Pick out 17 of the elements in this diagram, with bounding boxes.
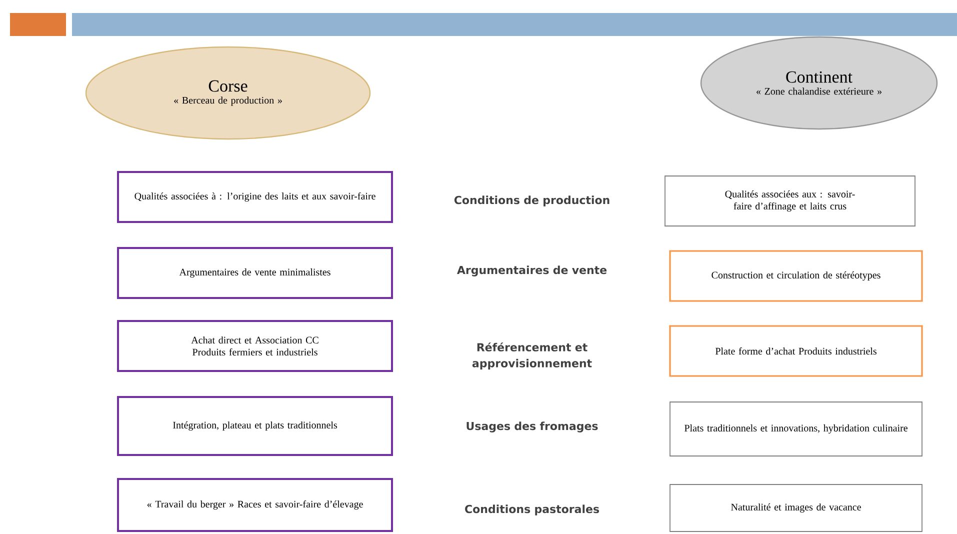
text-box: Plate forme d’achat Produits industriels xyxy=(669,325,923,377)
text-box: Qualités associées à : l’origine des laits et aux savoir-faire xyxy=(117,171,393,223)
text-box: Qualités associées aux : savoir-faire d’affinage et laits crus xyxy=(664,176,916,226)
text-box: Naturalité et images de vacance xyxy=(670,484,922,532)
row-heading: Référencement et approvisionnement xyxy=(472,342,592,370)
text-box: Achat direct et Association CC Produits fermiers et industriels xyxy=(117,320,393,372)
text-box: « Travail du berger » Races et savoir-faire d’élevage xyxy=(117,478,393,532)
oval-badge: Continent « Zone chalandise extérieure » xyxy=(700,36,938,130)
text-box: Intégration, plateau et plats traditionnels xyxy=(117,396,393,456)
text-box: Plats traditionnels et innovations, hybridation culinaire xyxy=(670,402,922,456)
row-heading: Usages des fromages xyxy=(466,422,598,432)
text-box: Construction et circulation de stéréotypes xyxy=(669,250,923,302)
row-heading: Conditions pastorales xyxy=(465,504,599,516)
text-box: Argumentaires de vente minimalistes xyxy=(117,247,393,299)
row-heading: Conditions de production xyxy=(454,196,610,206)
row-heading: Argumentaires de vente xyxy=(457,266,607,276)
oval-badge: Corse « Berceau de production » xyxy=(85,46,371,140)
